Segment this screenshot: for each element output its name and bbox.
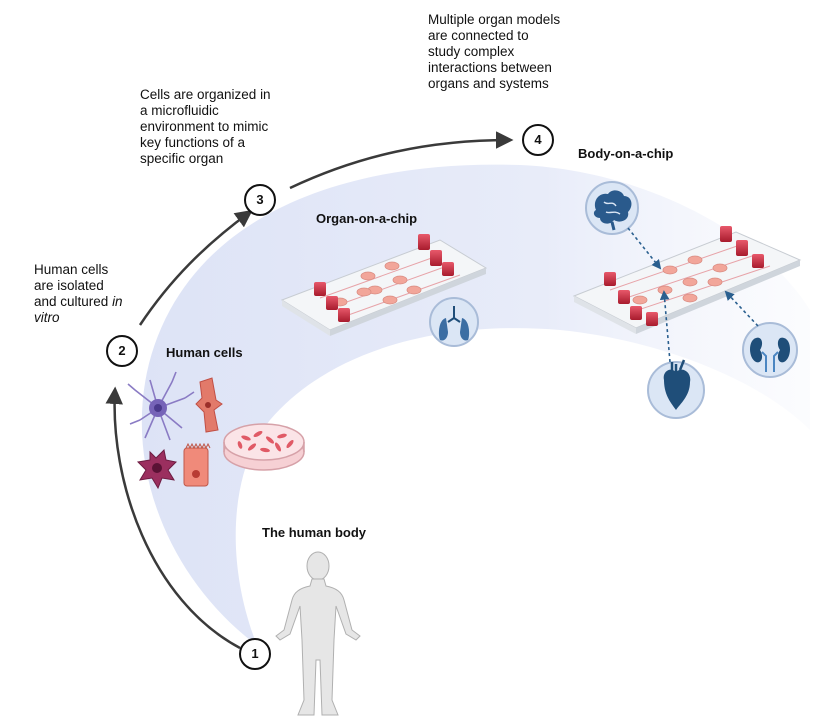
body-on-chip bbox=[572, 226, 802, 334]
human-cells-label: Human cells bbox=[166, 345, 243, 360]
caption-line: vitro bbox=[34, 310, 123, 326]
cardiomyocyte-icon bbox=[195, 377, 223, 433]
neuron-icon bbox=[127, 371, 195, 441]
step-4-caption: Multiple organ models are connected to s… bbox=[428, 12, 560, 92]
background-band bbox=[141, 164, 810, 640]
human-figure-icon bbox=[275, 551, 361, 716]
body-on-chip-label: Body-on-a-chip bbox=[578, 146, 674, 161]
lungs-icon bbox=[429, 297, 479, 347]
caption-line: Cells are organized in bbox=[140, 87, 271, 102]
caption-italic: vitro bbox=[34, 310, 60, 325]
caption-line: organs and systems bbox=[428, 76, 549, 91]
caption-line: key functions of a bbox=[140, 135, 246, 150]
epithelial-cell-icon bbox=[183, 442, 211, 487]
caption-line: study complex bbox=[428, 44, 515, 59]
petri-dish-icon bbox=[223, 423, 305, 471]
arrow-2-to-3 bbox=[138, 209, 253, 326]
dashed-arrow-brain bbox=[627, 227, 662, 270]
step-2-marker: 2 bbox=[106, 335, 138, 367]
step-3-caption: Cells are organized in a microfluidic en… bbox=[140, 87, 271, 167]
caption-line: are isolated bbox=[34, 278, 104, 293]
step-3-marker: 3 bbox=[244, 184, 276, 216]
human-body-label: The human body bbox=[262, 525, 366, 540]
caption-text: and cultured bbox=[34, 294, 113, 309]
macrophage-icon bbox=[136, 448, 178, 490]
heart-icon bbox=[647, 359, 705, 419]
caption-line: and cultured in bbox=[34, 294, 123, 310]
caption-line: interactions between bbox=[428, 60, 552, 75]
organ-on-chip bbox=[280, 234, 488, 336]
caption-line: Human cells bbox=[34, 262, 109, 277]
caption-line: a microfluidic bbox=[140, 103, 219, 118]
caption-line: environment to mimic bbox=[140, 119, 269, 134]
brain-icon bbox=[585, 181, 639, 235]
caption-italic: in bbox=[112, 294, 123, 309]
caption-line: are connected to bbox=[428, 28, 529, 43]
dashed-arrow-kidneys bbox=[724, 290, 759, 327]
step-4-marker: 4 bbox=[522, 124, 554, 156]
kidneys-icon bbox=[742, 322, 798, 378]
arrow-1-to-2 bbox=[105, 386, 241, 650]
caption-line: specific organ bbox=[140, 151, 224, 166]
step-2-caption: Human cells are isolated and cultured in… bbox=[34, 262, 123, 326]
caption-line: Multiple organ models bbox=[428, 12, 561, 27]
arrow-3-to-4 bbox=[289, 131, 514, 190]
organ-on-chip-label: Organ-on-a-chip bbox=[316, 211, 418, 226]
step-1-marker: 1 bbox=[239, 638, 271, 670]
